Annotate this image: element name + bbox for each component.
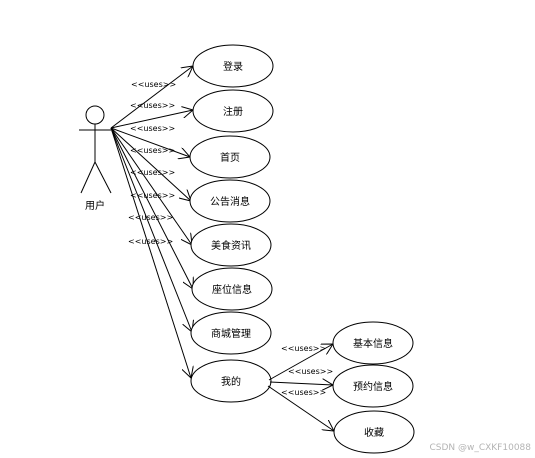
- use-case-label: 注册: [223, 105, 243, 118]
- watermark: CSDN @w_CXKF10088: [429, 443, 531, 453]
- relation-label: <<uses>>: [130, 124, 175, 133]
- use-case-label: 商城管理: [211, 327, 251, 340]
- use-case-mall: 商城管理: [190, 311, 272, 355]
- use-case-notice: 公告消息: [189, 179, 271, 223]
- actor-label: 用户: [85, 199, 105, 212]
- relation-line-login: [110, 66, 193, 129]
- relation-line-booking-info: [269, 382, 333, 385]
- use-case-label: 预约信息: [353, 380, 393, 393]
- relation-line-notice: [110, 127, 191, 201]
- use-case-label: 座位信息: [212, 283, 252, 296]
- relation-label: <<uses>>: [128, 237, 173, 246]
- relation-label: <<uses>>: [281, 388, 326, 397]
- relation-line-home: [110, 127, 190, 157]
- use-case-label: 登录: [223, 60, 243, 73]
- use-case-label: 首页: [220, 151, 240, 164]
- relation-line-basic-info: [268, 344, 333, 381]
- relation-label: <<uses>>: [130, 101, 175, 110]
- use-case-basic-info: 基本信息: [332, 321, 414, 365]
- use-case-label: 收藏: [364, 426, 384, 439]
- actor-figure: [79, 105, 112, 194]
- relation-line-food-info: [110, 127, 192, 245]
- use-case-favorites: 收藏: [333, 410, 415, 454]
- relation-line-favorites: [267, 385, 334, 431]
- use-case-label: 公告消息: [210, 195, 250, 208]
- use-case-seat-info: 座位信息: [191, 267, 273, 311]
- relation-line-register: [110, 110, 193, 129]
- use-case-food-info: 美食资讯: [190, 223, 272, 267]
- use-case-booking-info: 预约信息: [332, 364, 414, 408]
- relation-line-mall: [110, 127, 192, 332]
- use-case-login: 登录: [192, 44, 274, 88]
- use-case-label: 基本信息: [353, 337, 393, 350]
- relation-label: <<uses>>: [130, 146, 175, 155]
- relation-label: <<uses>>: [288, 367, 333, 376]
- use-case-label: 美食资讯: [211, 239, 251, 252]
- relation-label: <<uses>>: [131, 80, 176, 89]
- use-case-label: 我的: [221, 375, 241, 388]
- relation-label: <<uses>>: [281, 344, 326, 353]
- relation-label: <<uses>>: [130, 168, 175, 177]
- relation-line-mine: [110, 127, 191, 378]
- relation-label: <<uses>>: [128, 213, 173, 222]
- use-case-mine: 我的: [190, 359, 272, 403]
- relation-label: <<uses>>: [130, 191, 175, 200]
- use-case-register: 注册: [192, 89, 274, 133]
- use-case-home: 首页: [189, 135, 271, 179]
- relation-line-seat-info: [110, 127, 193, 289]
